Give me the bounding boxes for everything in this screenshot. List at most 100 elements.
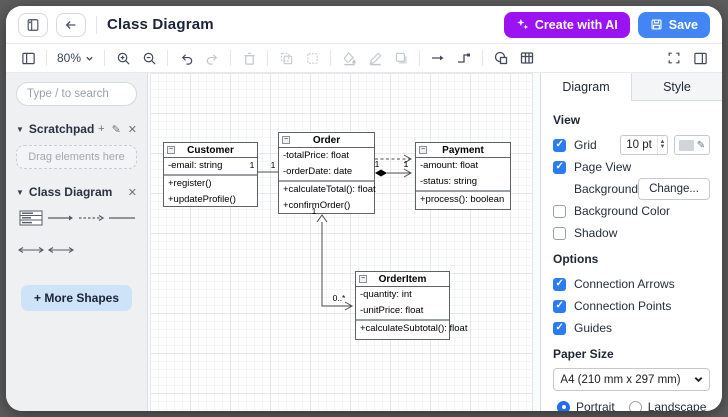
scratchpad-drop-area[interactable]: Drag elements here [16, 145, 137, 169]
landscape-radio[interactable]: Landscape [628, 400, 706, 411]
grid-size-input[interactable]: 10 pt ▲▼ [620, 135, 668, 155]
tab-diagram[interactable]: Diagram [541, 73, 631, 101]
delete-button[interactable] [237, 47, 261, 69]
collapse-icon[interactable]: − [282, 136, 290, 144]
zoom-out-button[interactable] [137, 47, 161, 69]
back-button[interactable] [56, 12, 86, 37]
collapse-icon[interactable]: − [167, 146, 175, 154]
zoom-in-button[interactable] [111, 47, 135, 69]
chevron-down-icon [687, 374, 709, 385]
save-icon [650, 18, 663, 31]
insert-table-button[interactable] [515, 47, 539, 69]
class-name: Order [312, 134, 341, 146]
undo-button[interactable] [174, 47, 198, 69]
fullscreen-button[interactable] [662, 47, 686, 69]
duplicate-button[interactable] [274, 47, 298, 69]
class-attribute: -unitPrice: float [360, 305, 424, 316]
chevron-down-icon: ▼ [16, 124, 24, 134]
back-arrow-icon [64, 18, 78, 32]
paper-size-value: A4 (210 mm x 297 mm) [560, 373, 681, 386]
connection-points-checkbox[interactable] [553, 299, 566, 313]
more-shapes-button[interactable]: + More Shapes [20, 285, 133, 311]
connection-arrows-checkbox[interactable] [553, 277, 566, 291]
edit-pencil-icon: ✎ [696, 139, 706, 151]
redo-button[interactable] [200, 47, 224, 69]
portrait-label: Portrait [576, 400, 615, 411]
guides-label: Guides [574, 321, 613, 335]
header: Class Diagram Create with AI Save [6, 6, 722, 44]
grid-color-button[interactable]: ✎ [674, 135, 710, 155]
pages-panel-button[interactable] [18, 12, 48, 37]
scratchpad-section-header[interactable]: ▼ Scratchpad + ✎ ✕ [16, 122, 137, 136]
background-color-label: Background Color [574, 204, 671, 218]
shadow-button[interactable] [389, 47, 413, 69]
connection-points-label: Connection Points [574, 299, 672, 313]
shape-bidirectional-edge[interactable] [17, 241, 45, 259]
fill-color-button[interactable] [337, 47, 361, 69]
class-attribute: -quantity: int [360, 289, 412, 300]
section-close-icon[interactable]: ✕ [127, 186, 137, 199]
paper-size-select[interactable]: A4 (210 mm x 297 mm) [553, 368, 710, 391]
shadow-checkbox[interactable] [553, 226, 566, 240]
search-input[interactable] [16, 82, 137, 106]
change-background-button[interactable]: Change... [638, 178, 710, 200]
radio-dot [628, 400, 642, 411]
shadow-label: Shadow [574, 226, 618, 240]
tab-style[interactable]: Style [631, 73, 722, 100]
create-with-ai-button[interactable]: Create with AI [503, 11, 630, 38]
journal-icon [26, 18, 40, 32]
shape-line[interactable] [108, 209, 136, 227]
class-method: +process(): boolean [420, 194, 505, 205]
class-method: +confirmOrder() [283, 200, 351, 211]
collapse-icon[interactable]: − [419, 146, 427, 154]
line-color-button[interactable] [363, 47, 387, 69]
grid-size-value: 10 pt [626, 139, 652, 151]
shape-dashed-edge[interactable] [78, 209, 106, 227]
zoom-level-value: 80% [57, 51, 82, 65]
grid-color-chip [678, 139, 694, 151]
stepper-icon[interactable]: ▲▼ [657, 136, 667, 154]
waypoint-style-button[interactable] [452, 47, 476, 69]
zoom-level-dropdown[interactable]: 80% [53, 51, 98, 65]
create-with-ai-label: Create with AI [534, 17, 618, 32]
shape-class[interactable] [17, 209, 45, 227]
class-customer[interactable]: −Customer -email: string +register() +up… [163, 142, 258, 207]
page-view-label: Page View [574, 160, 632, 174]
portrait-radio[interactable]: Portrait [557, 400, 615, 411]
grid-checkbox[interactable] [553, 138, 566, 152]
background-color-checkbox[interactable] [553, 204, 566, 218]
diagram-canvas[interactable]: −Customer -email: string +register() +up… [148, 73, 540, 411]
scratchpad-add-icon[interactable]: + [98, 122, 105, 135]
class-attribute: -orderDate: date [283, 166, 353, 177]
shapes-section-title: Class Diagram [28, 185, 113, 199]
save-button[interactable]: Save [637, 11, 710, 38]
toggle-left-panel-button[interactable] [16, 47, 40, 69]
page[interactable] [150, 73, 533, 411]
guides-checkbox[interactable] [553, 321, 566, 335]
app-window: Class Diagram Create with AI Save 80% [6, 6, 722, 411]
sparkles-icon [516, 18, 529, 31]
select-area-button[interactable] [300, 47, 324, 69]
page-view-checkbox[interactable] [553, 160, 566, 174]
class-payment[interactable]: −Payment -amount: float -status: string … [415, 142, 511, 210]
toggle-format-panel-button[interactable] [688, 47, 712, 69]
class-method: +updateProfile() [168, 194, 236, 205]
shape-directed-edge[interactable] [47, 209, 75, 227]
scratchpad-edit-icon[interactable]: ✎ [111, 123, 121, 136]
class-order[interactable]: − Order -totalPrice: float -orderDate: da… [278, 132, 376, 214]
class-diagram-section-header[interactable]: ▼ Class Diagram ✕ [16, 185, 137, 199]
connection-style-button[interactable] [426, 47, 450, 69]
toolbar: 80% [6, 44, 722, 73]
shape-bidirectional-edge-2[interactable] [47, 241, 75, 259]
radio-dot [557, 400, 570, 411]
class-name: OrderItem [378, 273, 427, 285]
collapse-icon[interactable]: − [359, 275, 367, 283]
class-orderitem[interactable]: − OrderItem -quantity: int -unitPrice: fl… [355, 271, 467, 340]
class-attribute: -amount: float [420, 160, 479, 171]
shapes-sidebar: ▼ Scratchpad + ✎ ✕ Drag elements here ▼ … [6, 73, 148, 411]
insert-shape-button[interactable] [489, 47, 513, 69]
paper-size-section-title: Paper Size [553, 347, 614, 361]
scratchpad-close-icon[interactable]: ✕ [127, 123, 137, 136]
class-method: +register() [168, 178, 212, 189]
class-attribute: -totalPrice: float [283, 150, 349, 161]
